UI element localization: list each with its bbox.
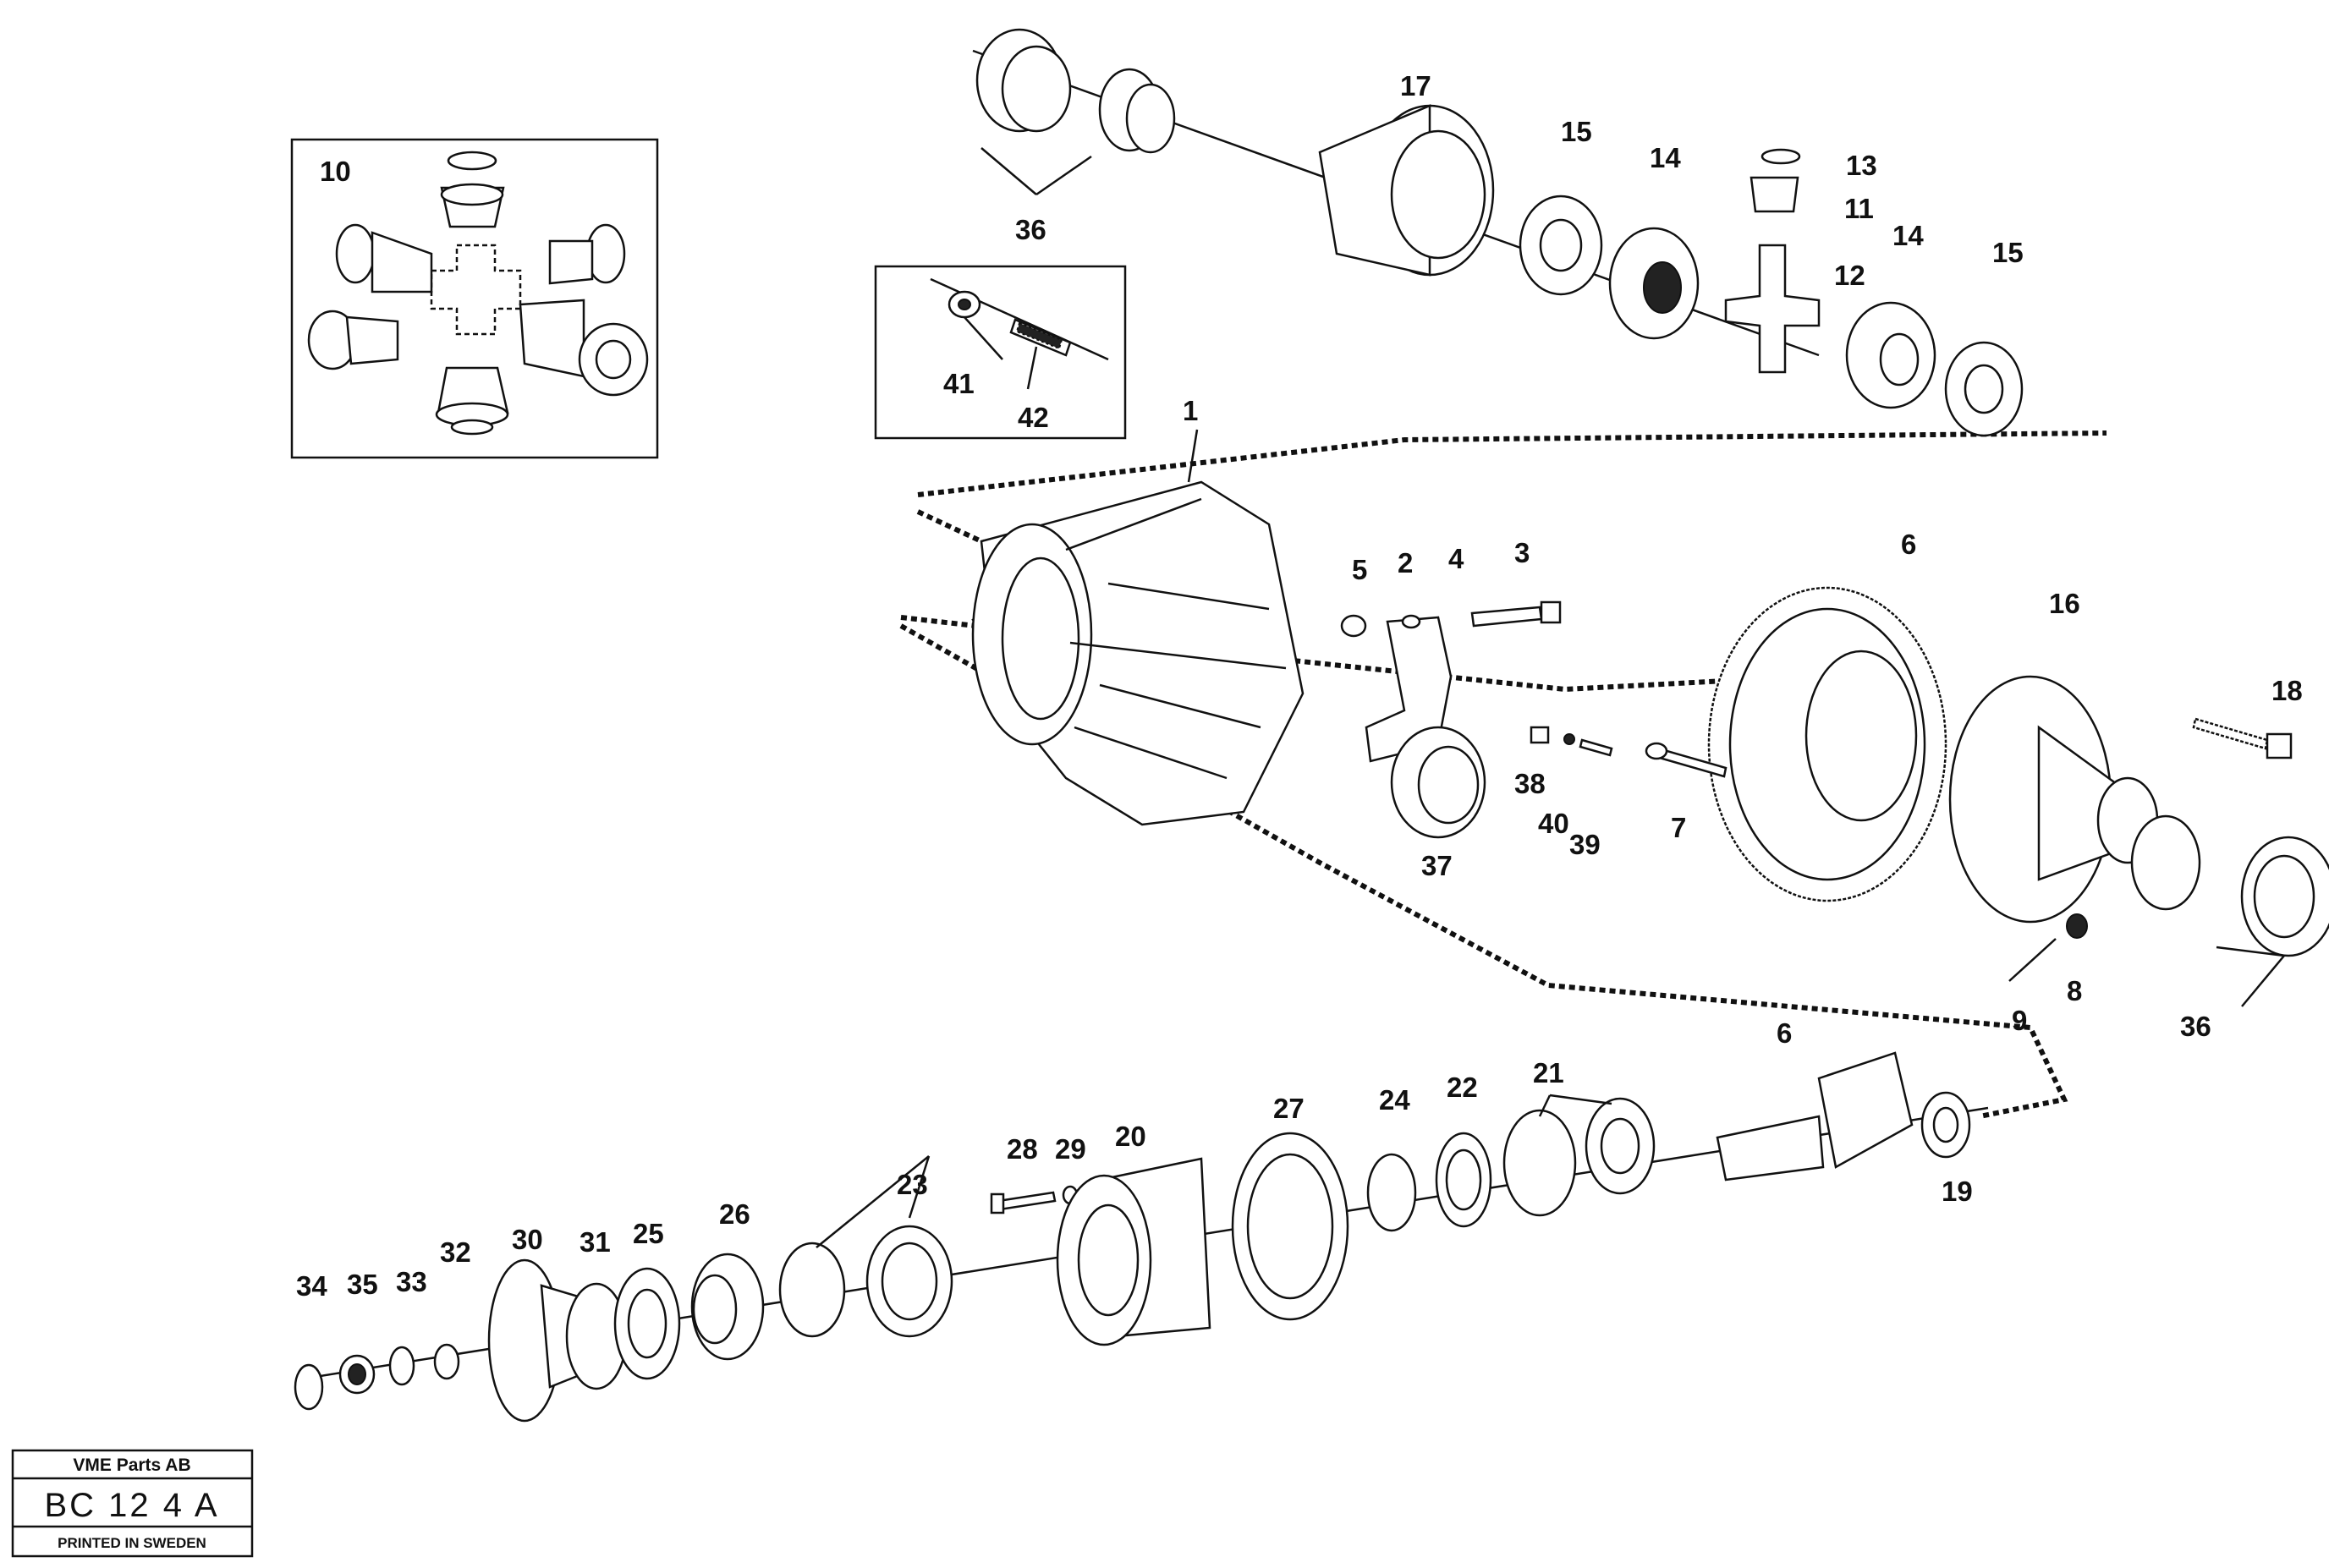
callout-13: 13 xyxy=(1846,150,1877,181)
callout-32: 32 xyxy=(440,1236,471,1268)
callout-6a: 6 xyxy=(1901,529,1916,560)
callout-36a: 36 xyxy=(1015,214,1046,245)
callout-35: 35 xyxy=(347,1269,378,1300)
callout-15b: 15 xyxy=(1992,237,2024,268)
callout-3: 3 xyxy=(1514,537,1530,568)
callout-14a: 14 xyxy=(1650,142,1681,173)
leader-lines xyxy=(816,147,2285,1248)
title-block: VME Parts AB BC 12 4 A PRINTED IN SWEDEN xyxy=(11,1449,254,1558)
callout-23: 23 xyxy=(897,1169,928,1200)
callouts: 1 2 3 4 5 6 6 7 8 9 10 11 12 13 14 14 15… xyxy=(296,70,2303,1302)
callout-21: 21 xyxy=(1533,1057,1564,1088)
callout-29: 29 xyxy=(1055,1133,1086,1165)
axle-housing xyxy=(971,480,1305,826)
crown-wheel-group xyxy=(1645,586,2329,982)
callout-30: 30 xyxy=(512,1224,543,1255)
title-block-company: VME Parts AB xyxy=(73,1456,190,1475)
callout-31: 31 xyxy=(580,1226,611,1258)
callout-6b: 6 xyxy=(1777,1017,1792,1049)
callout-15a: 15 xyxy=(1561,116,1592,147)
callout-27: 27 xyxy=(1273,1093,1305,1124)
callout-11: 11 xyxy=(1844,193,1874,224)
callout-22: 22 xyxy=(1447,1072,1478,1103)
callout-24: 24 xyxy=(1379,1084,1410,1116)
inset-box-10 xyxy=(290,138,659,459)
callout-28: 28 xyxy=(1007,1133,1038,1165)
title-block-footer: PRINTED IN SWEDEN xyxy=(58,1535,206,1551)
callout-26: 26 xyxy=(719,1198,750,1230)
callout-7: 7 xyxy=(1671,812,1686,843)
callout-41: 41 xyxy=(943,368,975,399)
callout-16: 16 xyxy=(2049,588,2080,619)
callout-8: 8 xyxy=(2067,975,2082,1006)
callout-36b: 36 xyxy=(2180,1011,2211,1042)
callout-42: 42 xyxy=(1018,402,1049,433)
callout-5: 5 xyxy=(1352,554,1367,585)
pinion-group xyxy=(294,1051,1989,1423)
title-block-code: BC 12 4 A xyxy=(44,1487,219,1524)
callout-14b: 14 xyxy=(1892,220,1924,251)
top-differential-group xyxy=(972,28,2024,437)
callout-1: 1 xyxy=(1183,395,1198,426)
callout-19: 19 xyxy=(1942,1176,1973,1207)
bearing-cap-group xyxy=(1340,600,1613,839)
callout-34: 34 xyxy=(296,1270,327,1302)
inset-box-41-42 xyxy=(874,265,1127,440)
callout-2: 2 xyxy=(1398,547,1413,578)
callout-39: 39 xyxy=(1569,829,1601,860)
callout-40: 40 xyxy=(1538,808,1569,839)
callout-18: 18 xyxy=(2271,675,2303,706)
callout-4: 4 xyxy=(1448,543,1464,574)
callout-17: 17 xyxy=(1400,70,1431,101)
callout-9: 9 xyxy=(2012,1005,2027,1036)
callout-38: 38 xyxy=(1514,768,1546,799)
callout-25: 25 xyxy=(633,1218,664,1249)
callout-20: 20 xyxy=(1115,1121,1146,1152)
callout-12: 12 xyxy=(1834,260,1865,291)
callout-37: 37 xyxy=(1421,850,1453,881)
callout-10: 10 xyxy=(320,156,351,187)
callout-33: 33 xyxy=(396,1266,427,1297)
